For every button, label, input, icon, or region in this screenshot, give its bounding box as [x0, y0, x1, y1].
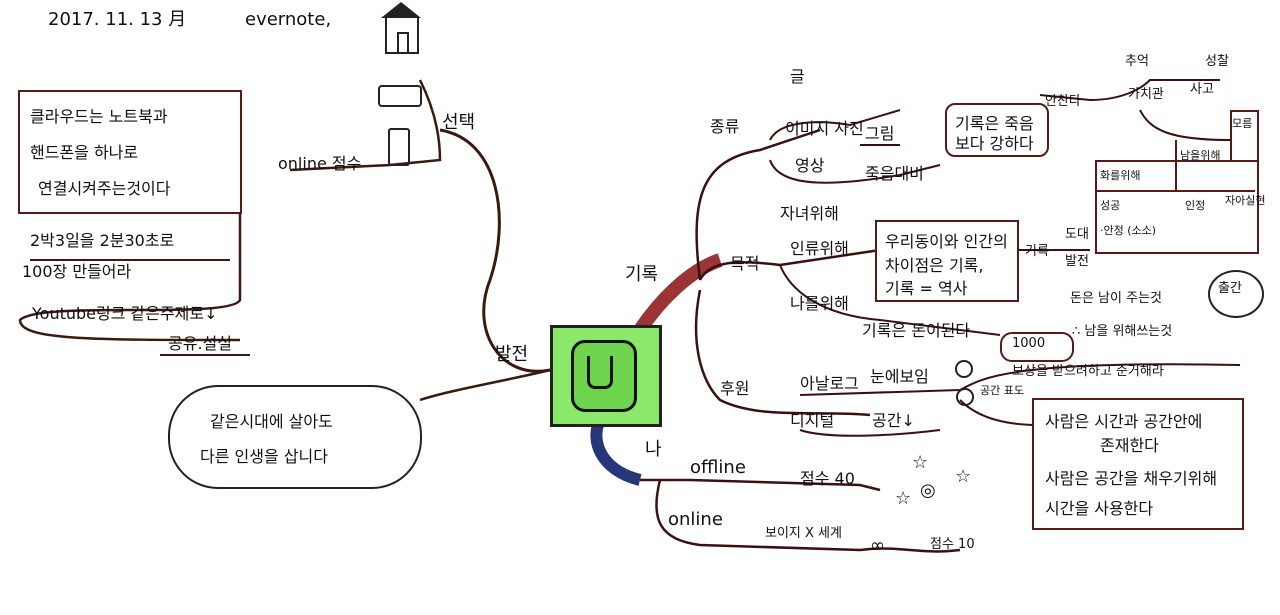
kind-label: 종류: [710, 117, 740, 136]
people-line-3: 사람은 공간을 채우기위해: [1045, 469, 1218, 488]
phone-icon: [388, 128, 410, 166]
branch-bubble-line: [419, 368, 551, 402]
branch-online-line: [289, 79, 442, 172]
offline-label: offline: [690, 457, 746, 478]
1000-label: 1000: [1012, 336, 1046, 351]
table-r1c1: 성공: [1100, 199, 1121, 212]
branch-left-lines: [18, 205, 242, 342]
space-label: 공간↓: [872, 411, 915, 430]
text-label: 글: [790, 67, 805, 86]
invisible-label: 보이지 X 세계: [765, 526, 842, 541]
memory-label: 추억: [1125, 54, 1149, 69]
table-top: 모름: [1232, 117, 1253, 130]
note-line-1: 2박3일을 2분30초로: [30, 231, 175, 250]
star-icon: ☆: [912, 452, 929, 473]
money-comes-label: 돈은 남이 주는것: [1070, 291, 1162, 306]
view-label: 후원: [720, 379, 750, 398]
ai-box-line-2: 차이점은 기록,: [885, 256, 984, 275]
thought-bubble: [168, 385, 422, 489]
house-icon: [381, 2, 421, 54]
space-sun-label: 공간 표도: [980, 384, 1024, 397]
branch-me-thick: [590, 417, 642, 486]
humanity-label: 인류위해: [790, 239, 849, 258]
branch-develop-label: 발전: [495, 344, 529, 365]
people-box: [1032, 398, 1244, 530]
cloud-box-line-3: 연결시켜주는것이다: [38, 179, 171, 198]
analog-label: 아날로그: [800, 374, 859, 393]
table-r1c2: 인정: [1185, 199, 1206, 212]
header-date: 2017. 11. 13 月: [48, 9, 187, 30]
branch-record-thick: [634, 253, 723, 334]
header-app: evernote,: [245, 9, 332, 30]
score40-label: 점수 40: [800, 469, 855, 488]
youtube-note: Youtube링크 같은주제로↓: [32, 304, 218, 323]
cloud-box-line-2: 핸드폰을 하나로: [30, 143, 139, 162]
record-box-line-2: 보다 강하다: [955, 134, 1034, 153]
online-score-label: online 점수: [278, 154, 362, 173]
cloud-box-line-1: 클라우드는 노트북과: [30, 107, 168, 126]
sharing-note: 공유.설실: [168, 334, 232, 353]
people-line-4: 시간을 사용한다: [1045, 499, 1154, 518]
value-label: 가치관: [1128, 87, 1164, 102]
cloud-box: [18, 90, 242, 214]
online-label: online: [668, 509, 723, 530]
star-icon: ☆: [895, 488, 912, 509]
digital-label: 디지털: [790, 411, 835, 430]
table-h2: 남을위해: [1180, 149, 1221, 162]
bubble-line-1: 같은시대에 살아도: [210, 412, 333, 431]
thinking-label: 사고: [1190, 82, 1214, 97]
sun-icon: [955, 360, 973, 378]
video-label: 영상: [795, 156, 825, 175]
image-photo-label: 이미지 사진: [785, 119, 864, 138]
bubble-line-2: 다른 인생을 삽니다: [200, 447, 328, 466]
reason-table: [1095, 160, 1259, 254]
noted-circle: [1208, 270, 1264, 318]
table-r1c3: 자아실현: [1225, 194, 1266, 207]
1000-box: [1000, 332, 1074, 362]
record-box-line-1: 기록은 죽음: [955, 114, 1034, 133]
center-label: Evernote: [0, 0, 1, 1]
evernote-logo: [550, 325, 662, 427]
table-h1: 화를위해: [1100, 169, 1141, 182]
branch-develop-line: [439, 128, 551, 373]
note-line-2: 100장 만들어라: [22, 262, 132, 281]
tool-label: 도대: [1065, 227, 1089, 242]
for-me-label: 나를위해: [790, 294, 849, 313]
death-prep-label: 죽음대비: [865, 164, 924, 183]
face-icon: [956, 388, 974, 406]
me-label: 나: [645, 439, 662, 460]
record-label: 기록: [625, 264, 659, 285]
drawing-label: 그림: [865, 124, 895, 143]
rec-dev-label: 기록: [1025, 244, 1049, 259]
record-death-box: [945, 103, 1049, 157]
car-icon: [378, 85, 422, 107]
ai-box: [875, 220, 1019, 302]
noted-label: 출간: [1218, 281, 1242, 296]
star-icon: ☆: [955, 466, 972, 487]
ai-box-line-1: 우리동이와 인간의: [885, 232, 1008, 251]
self-regen-label: 자녀위해: [780, 204, 839, 223]
rec-money-label: 기록은 돈이된다: [862, 321, 971, 340]
score10-label: 점수 10: [930, 537, 975, 552]
branch-choice-label: 선택: [442, 112, 476, 133]
ai-box-line-3: 기록 = 역사: [885, 279, 968, 298]
people-line-2: 존재한다: [1100, 436, 1159, 455]
planet-icon: ◎: [920, 480, 936, 501]
table-r2c1: ·안정 (소소): [1100, 224, 1157, 237]
reflection-label: 성찰: [1205, 54, 1229, 69]
reward-label: 보상을 받으려하고 준거해라: [1012, 364, 1164, 379]
remain-label: 안찬다: [1045, 94, 1081, 109]
purpose-label: 목적: [730, 254, 760, 273]
visible-label: 눈에보임: [870, 367, 929, 386]
infinity-icon: ∞: [870, 535, 885, 556]
people-line-1: 사람은 시간과 공간안에: [1045, 412, 1203, 431]
develop-label: 발전: [1065, 254, 1089, 269]
others-label: ∴ 남을 위해쓰는것: [1072, 324, 1173, 339]
